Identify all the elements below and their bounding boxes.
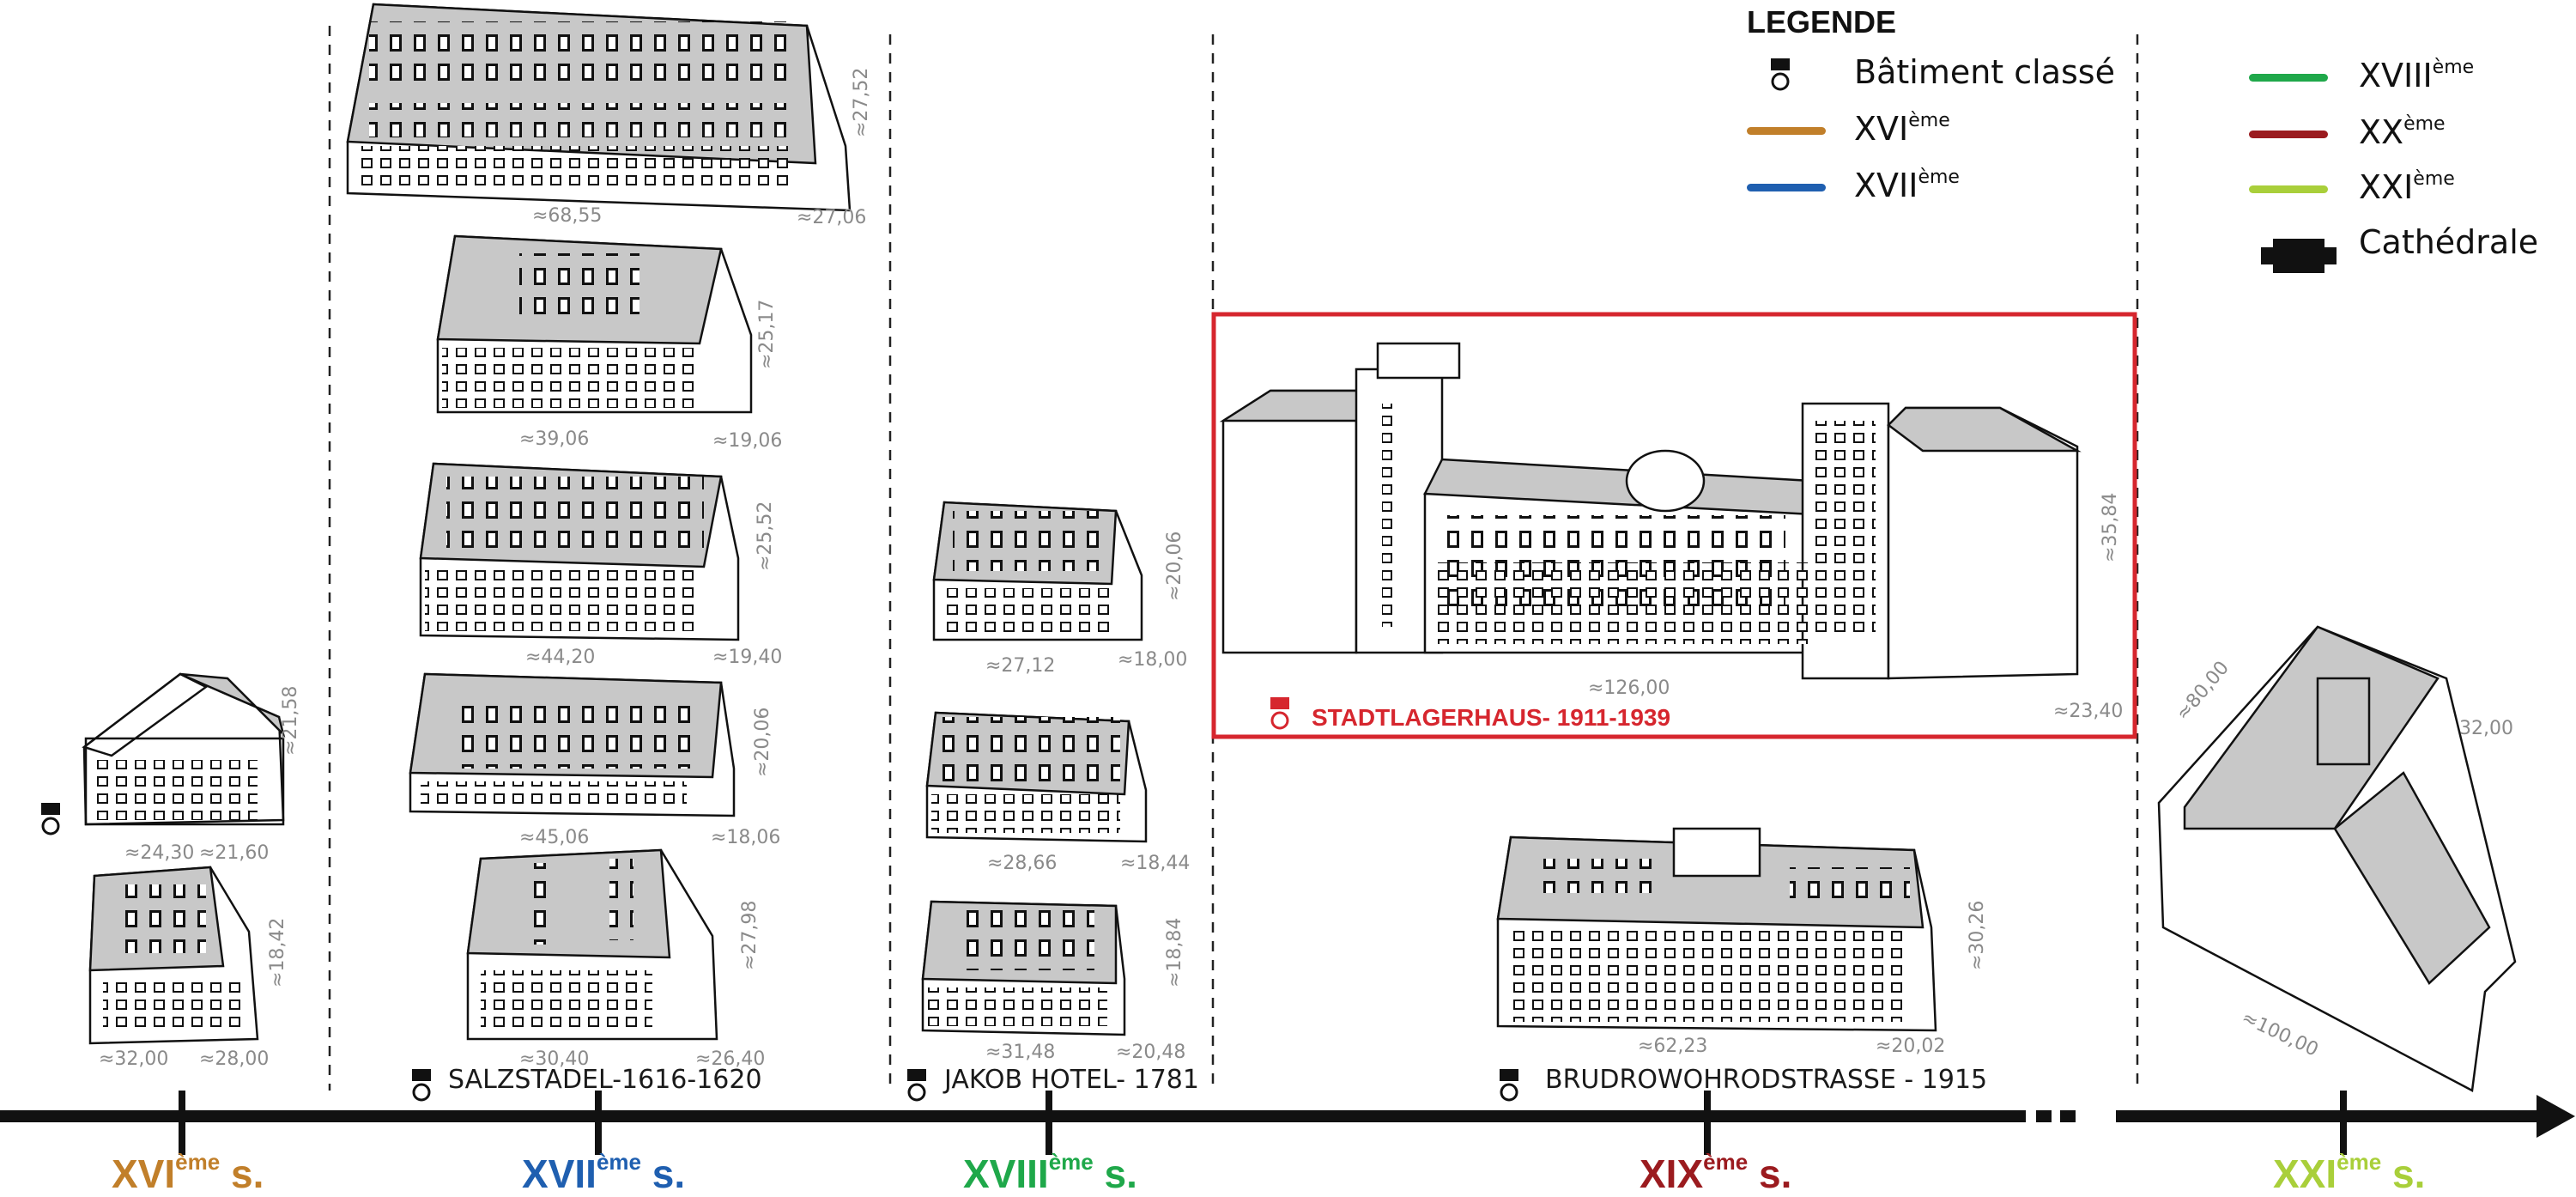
svg-text:≈20,02: ≈20,02 (1876, 1036, 1945, 1057)
svg-text:≈80,00: ≈80,00 (2172, 657, 2233, 724)
tick-xxi (2340, 1091, 2347, 1155)
label-salzstadel: SALZSTADEL-1616-1620 (448, 1065, 762, 1095)
legend-label-listed: Bâtiment classé (1854, 53, 2115, 91)
tick-xix (1704, 1091, 1711, 1155)
cathedral-icon (2261, 239, 2337, 273)
listed-building-legend-icon (1771, 58, 1790, 89)
building-18b (927, 713, 1146, 842)
century-xvii: XVIIème s. (522, 1151, 685, 1197)
svg-text:≈39,06: ≈39,06 (519, 428, 589, 450)
svg-text:≈32,00: ≈32,00 (99, 1048, 168, 1070)
legend-line-xxi (2249, 185, 2328, 193)
building-stadtlagerhaus (1223, 343, 2077, 678)
svg-text:≈31,48: ≈31,48 (985, 1042, 1055, 1063)
svg-text:≈28,66: ≈28,66 (987, 853, 1057, 874)
svg-text:≈27,98: ≈27,98 (739, 901, 761, 970)
century-xviii: XVIIIème s. (963, 1151, 1137, 1197)
building-18c (923, 902, 1124, 1035)
svg-text:≈21,60: ≈21,60 (199, 842, 269, 864)
timeline-axis (0, 1091, 2575, 1155)
svg-text:≈27,06: ≈27,06 (797, 207, 866, 228)
svg-text:≈18,42: ≈18,42 (267, 918, 288, 987)
listed-building-icon (412, 1069, 431, 1100)
svg-text:≈23,40: ≈23,40 (2053, 701, 2123, 722)
svg-text:≈20,06: ≈20,06 (1164, 532, 1185, 601)
svg-text:32,00: 32,00 (2459, 718, 2513, 739)
svg-text:≈25,17: ≈25,17 (756, 300, 778, 369)
listed-building-icon (1270, 697, 1289, 728)
legend-label-xxi: XXIème (2359, 168, 2455, 206)
legend-line-xvii (1747, 184, 1826, 191)
svg-text:≈21,58: ≈21,58 (280, 686, 301, 756)
building-17a (348, 4, 850, 210)
svg-text:≈27,12: ≈27,12 (985, 655, 1055, 677)
building-21 (2159, 627, 2515, 1091)
svg-text:≈68,55: ≈68,55 (532, 205, 602, 227)
svg-text:≈126,00: ≈126,00 (1588, 677, 1670, 699)
legend-title: LEGENDE (1747, 4, 1896, 40)
svg-text:≈25,52: ≈25,52 (755, 501, 776, 571)
tick-xvi (179, 1091, 185, 1155)
century-xxi: XXIème s. (2273, 1151, 2425, 1197)
svg-text:≈30,26: ≈30,26 (1967, 901, 1988, 970)
building-17c (421, 464, 738, 640)
label-jakob-hotel: JAKOB HOTEL- 1781 (944, 1065, 1199, 1095)
legend-label-xx: XXème (2359, 113, 2446, 151)
legend-line-xx (2249, 131, 2328, 138)
building-17b (438, 236, 751, 412)
label-brudrow: BRUDROWOHRODSTRASSE - 1915 (1545, 1065, 1987, 1095)
legend-label-xvii: XVIIème (1854, 167, 1960, 204)
listed-building-icon (1500, 1069, 1518, 1100)
tick-xvii (595, 1091, 602, 1155)
svg-text:≈62,23: ≈62,23 (1638, 1036, 1707, 1057)
legend-line-xviii (2249, 74, 2328, 82)
svg-text:≈27,52: ≈27,52 (851, 68, 872, 137)
svg-text:≈24,30: ≈24,30 (124, 842, 194, 864)
label-stadtlagerhaus: STADTLAGERHAUS- 1911-1939 (1312, 704, 1670, 732)
svg-text:≈19,40: ≈19,40 (712, 647, 782, 668)
svg-text:≈28,00: ≈28,00 (199, 1048, 269, 1070)
tick-xviii (1046, 1091, 1052, 1155)
svg-text:≈18,44: ≈18,44 (1120, 853, 1190, 874)
legend-label-cathedral: Cathédrale (2359, 223, 2538, 261)
svg-text:≈44,20: ≈44,20 (525, 647, 595, 668)
legend-label-xviii: XVIIIème (2359, 57, 2474, 94)
svg-text:≈20,48: ≈20,48 (1116, 1042, 1185, 1063)
svg-text:≈18,84: ≈18,84 (1164, 918, 1185, 987)
svg-text:≈19,06: ≈19,06 (712, 430, 782, 452)
listed-building-icon (907, 1069, 926, 1100)
century-xvi: XVIème s. (112, 1151, 264, 1197)
legend-label-xvi: XVIème (1854, 110, 1950, 148)
svg-text:≈45,06: ≈45,06 (519, 827, 589, 848)
building-17d (410, 674, 734, 816)
svg-text:≈18,06: ≈18,06 (711, 827, 780, 848)
svg-text:≈35,84: ≈35,84 (2100, 493, 2121, 562)
svg-text:≈100,00: ≈100,00 (2238, 1007, 2321, 1061)
building-brudrow (1498, 829, 1936, 1030)
century-xix: XIXème s. (1640, 1151, 1791, 1197)
svg-text:≈20,06: ≈20,06 (752, 708, 773, 777)
svg-text:≈18,00: ≈18,00 (1118, 649, 1187, 671)
building-17e (468, 850, 717, 1039)
listed-building-icon (41, 803, 60, 834)
building-16a (84, 674, 283, 824)
building-16b (90, 867, 258, 1043)
building-18a (934, 502, 1142, 640)
legend-line-xvi (1747, 127, 1826, 135)
